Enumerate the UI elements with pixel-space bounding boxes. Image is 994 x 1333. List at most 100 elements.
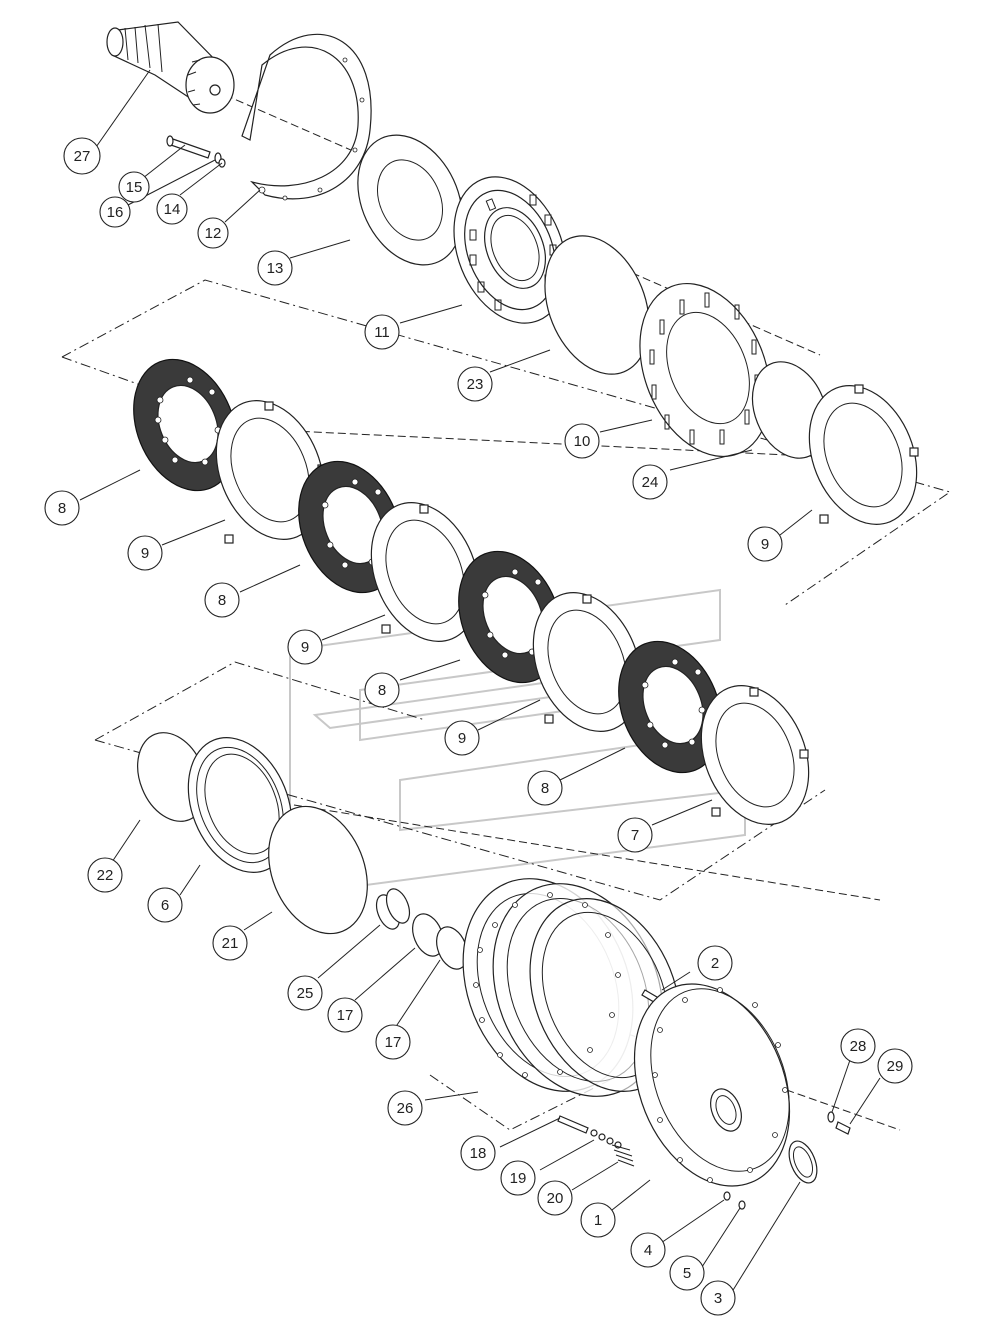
svg-text:10: 10 (574, 433, 591, 450)
retaining-ring (241, 33, 372, 201)
svg-text:25: 25 (297, 985, 314, 1002)
callout-8-fourth: 8 (527, 770, 563, 806)
svg-text:11: 11 (374, 324, 390, 341)
callout-6: 6 (147, 887, 183, 923)
compression-spring (611, 1144, 635, 1167)
callout-8-third: 8 (364, 672, 400, 708)
spring-plate (639, 282, 771, 458)
callout-26: 26 (387, 1090, 423, 1126)
friction-disc-1 (133, 358, 237, 492)
cover-washer (827, 1111, 835, 1123)
svg-text:9: 9 (458, 730, 466, 747)
svg-text:2: 2 (711, 955, 719, 972)
callout-15: 15 (118, 171, 150, 203)
callout-29: 29 (877, 1048, 913, 1084)
release-pin (557, 1115, 589, 1134)
svg-text:23: 23 (467, 376, 484, 393)
end-plate (700, 685, 810, 825)
callout-5: 5 (669, 1255, 705, 1291)
friction-disc-4 (618, 640, 722, 774)
callout-1: 1 (580, 1202, 616, 1238)
svg-text:3: 3 (714, 1290, 722, 1307)
callout-18: 18 (460, 1135, 496, 1171)
small-washer (723, 1191, 731, 1201)
bolt-and-washers (166, 135, 226, 168)
separator-plate-4 (532, 592, 642, 732)
cover-bolt (835, 1121, 851, 1135)
leader-lines (79, 69, 881, 1296)
svg-text:4: 4 (644, 1242, 652, 1259)
input-shaft (106, 21, 235, 114)
callout-13: 13 (257, 250, 293, 286)
callout-9-third: 9 (444, 720, 480, 756)
callout-3: 3 (700, 1280, 736, 1316)
callout-8-first: 8 (44, 490, 80, 526)
svg-text:9: 9 (301, 639, 309, 656)
callout-9-second: 9 (287, 629, 323, 665)
shaft-seal (788, 1140, 818, 1184)
svg-text:26: 26 (397, 1100, 414, 1117)
svg-text:19: 19 (510, 1170, 527, 1187)
svg-text:6: 6 (161, 897, 169, 914)
callout-24: 24 (632, 464, 668, 500)
svg-text:20: 20 (547, 1190, 564, 1207)
separator-plate-3 (370, 502, 480, 642)
svg-text:24: 24 (642, 474, 659, 491)
callout-27: 27 (63, 137, 101, 175)
o-ring-piston-outer (268, 805, 368, 935)
callout-19: 19 (500, 1160, 536, 1196)
callout-17-second: 17 (375, 1024, 411, 1060)
svg-text:21: 21 (222, 935, 239, 952)
svg-text:29: 29 (887, 1058, 904, 1075)
callout-23: 23 (457, 366, 493, 402)
svg-text:28: 28 (850, 1038, 867, 1055)
svg-text:8: 8 (541, 780, 549, 797)
callout-4: 4 (630, 1232, 666, 1268)
callout-25: 25 (287, 975, 323, 1011)
svg-text:15: 15 (126, 179, 143, 196)
callout-11: 11 (364, 314, 400, 350)
callout-12: 12 (197, 217, 229, 249)
svg-text:14: 14 (164, 201, 181, 218)
thrust-plate (357, 134, 463, 266)
svg-text:12: 12 (205, 225, 222, 242)
callout-7: 7 (617, 817, 653, 853)
svg-text:13: 13 (267, 260, 284, 277)
callout-8-second: 8 (204, 582, 240, 618)
callout-9-right: 9 (747, 526, 783, 562)
callout-28: 28 (840, 1028, 876, 1064)
callout-21: 21 (212, 925, 248, 961)
svg-text:17: 17 (385, 1034, 402, 1051)
callout-16: 16 (99, 196, 131, 228)
small-nut (738, 1200, 746, 1210)
svg-text:9: 9 (141, 545, 149, 562)
svg-text:8: 8 (58, 500, 66, 517)
svg-text:5: 5 (683, 1265, 691, 1282)
bushing (375, 888, 411, 930)
callout-10: 10 (564, 423, 600, 459)
svg-text:8: 8 (378, 682, 386, 699)
callout-14: 14 (156, 193, 188, 225)
svg-text:27: 27 (74, 148, 91, 165)
svg-text:16: 16 (107, 204, 124, 221)
washer-stack (590, 1129, 622, 1149)
callout-22: 22 (87, 857, 123, 893)
svg-text:17: 17 (337, 1007, 354, 1024)
svg-text:8: 8 (218, 592, 226, 609)
callout-9-first: 9 (127, 535, 163, 571)
callout-2: 2 (697, 945, 733, 981)
svg-text:9: 9 (761, 536, 769, 553)
callout-20: 20 (537, 1180, 573, 1216)
piston (187, 737, 293, 873)
callout-17-first: 17 (327, 997, 363, 1033)
svg-text:22: 22 (97, 867, 114, 884)
callouts: 27 15 16 14 12 13 11 23 10 24 9 8 9 8 9 … (44, 137, 913, 1316)
svg-text:1: 1 (594, 1212, 602, 1229)
o-ring-large (544, 235, 650, 375)
separator-plate-1 (808, 384, 919, 525)
svg-text:18: 18 (470, 1145, 487, 1162)
bearing-assembly (453, 176, 567, 324)
brake-cover (633, 983, 791, 1187)
svg-text:7: 7 (631, 827, 639, 844)
